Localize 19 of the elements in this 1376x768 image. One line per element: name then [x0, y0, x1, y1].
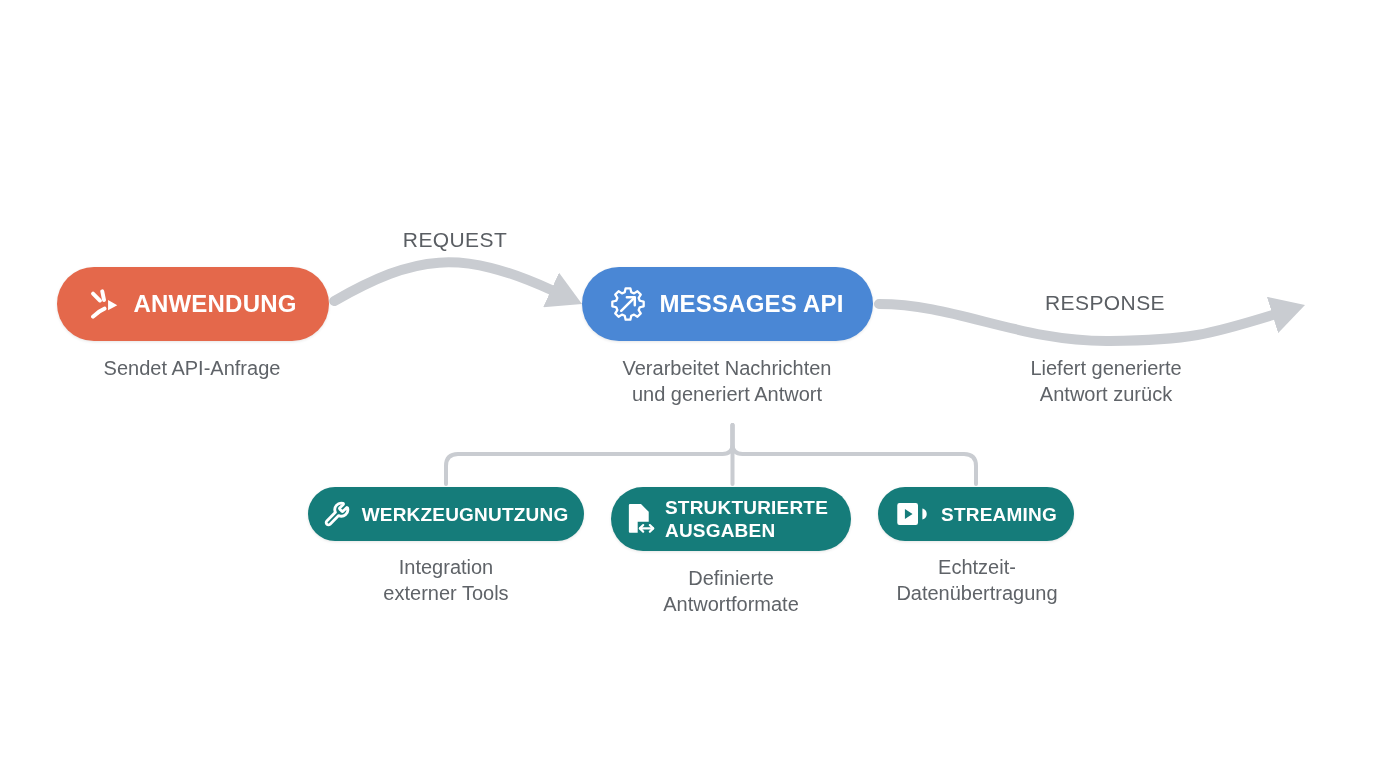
node-title: ANWENDUNG	[133, 290, 297, 318]
node-title: MESSAGES API	[659, 290, 844, 318]
process-pill	[57, 267, 329, 341]
node-caption: Sendet API-Anfrage	[103, 356, 281, 381]
node-caption: Echtzeit-Datenübertragung	[895, 555, 1059, 606]
node-title: WERKZEUGNUTZUNG	[361, 502, 569, 526]
node-caption: Integration externer Tools	[382, 555, 510, 606]
note-text: Liefert generierte Antwort zurück	[1029, 356, 1183, 407]
connector-line	[730, 423, 978, 486]
node-title: STREAMING	[941, 502, 1057, 526]
process-pill	[611, 487, 851, 551]
process-pill	[308, 487, 584, 541]
process-pill	[582, 267, 873, 341]
node-caption: Definierte Antwortformate	[662, 566, 800, 617]
arrow	[874, 296, 1305, 346]
node-title: STRUKTURIERTE AUSGABEN	[665, 496, 830, 542]
node-caption: Verarbeitet Nachrichten und generiert Antwort	[621, 356, 833, 407]
arrow	[329, 257, 583, 308]
process-pill	[878, 487, 1074, 541]
